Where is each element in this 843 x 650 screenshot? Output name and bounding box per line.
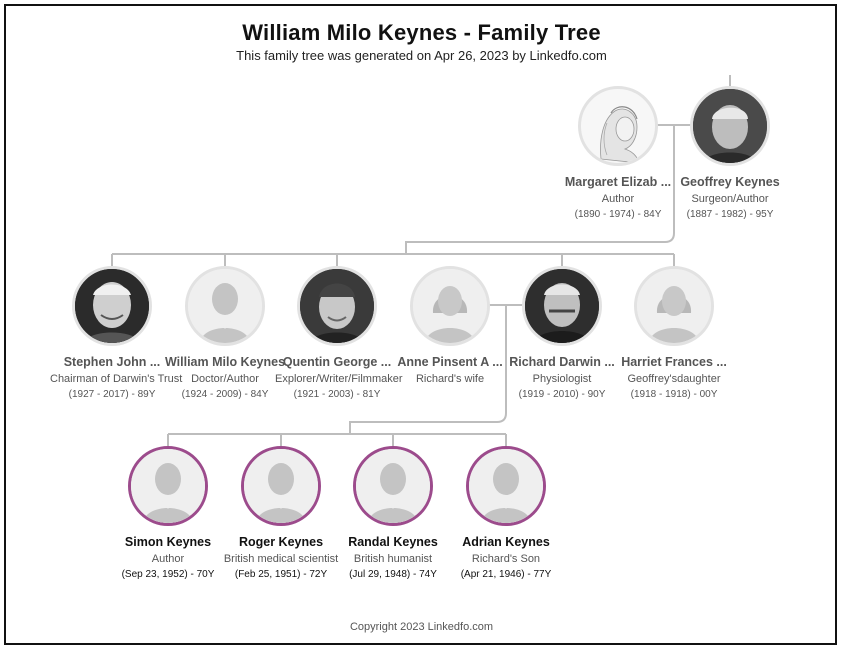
person-role: Richard's Son: [471, 553, 541, 565]
person-role: Geoffrey'sdaughter: [627, 373, 721, 385]
male-avatar-placeholder-icon: [466, 446, 546, 526]
person-name: Quentin George ...: [282, 355, 392, 369]
male-avatar-placeholder-icon: [128, 446, 208, 526]
person-anne[interactable]: Anne Pinsent A ... Richard's wife: [388, 266, 512, 389]
portrait-photo-man-icon: [690, 86, 770, 166]
person-role: British medical scientist: [223, 553, 339, 565]
male-avatar-placeholder-icon: [185, 266, 265, 346]
person-role: Explorer/Writer/Filmmaker: [275, 373, 403, 385]
person-name: Anne Pinsent A ...: [397, 355, 503, 369]
person-name: Margaret Elizab ...: [564, 175, 672, 189]
person-dates: (1890 - 1974) - 84Y: [574, 209, 662, 220]
person-dates: (1919 - 2010) - 90Y: [518, 389, 606, 400]
person-role: Surgeon/Author: [691, 193, 769, 205]
person-harriet[interactable]: Harriet Frances ... Geoffrey'sdaughter (…: [612, 266, 736, 400]
descent-line-top: [405, 125, 675, 254]
person-name: Harriet Frances ...: [621, 355, 727, 369]
person-role: Physiologist: [532, 373, 592, 385]
person-name: Roger Keynes: [238, 535, 324, 549]
person-name: Richard Darwin ...: [509, 355, 615, 369]
page-subtitle: This family tree was generated on Apr 26…: [236, 48, 607, 63]
portrait-sketch-woman-icon: [578, 86, 658, 166]
portrait-photo-man-icon: [522, 266, 602, 346]
person-dates: (1921 - 2003) - 81Y: [293, 389, 381, 400]
person-william[interactable]: William Milo Keynes Doctor/Author (1924 …: [163, 266, 287, 400]
person-dates: (Sep 23, 1952) - 70Y: [121, 569, 215, 580]
person-dates: (1887 - 1982) - 95Y: [686, 209, 774, 220]
person-role: Chairman of Darwin's Trust: [50, 373, 183, 385]
person-role: Richard's wife: [415, 373, 485, 385]
person-name: Stephen John ...: [63, 355, 161, 369]
person-dates: (1927 - 2017) - 89Y: [68, 389, 156, 400]
person-margaret[interactable]: Margaret Elizab ... Author (1890 - 1974)…: [556, 86, 680, 220]
person-geoffrey[interactable]: Geoffrey Keynes Surgeon/Author (1887 - 1…: [668, 86, 792, 220]
person-roger[interactable]: Roger Keynes British medical scientist (…: [219, 446, 343, 580]
person-dates: (Feb 25, 1951) - 72Y: [234, 569, 328, 580]
male-avatar-placeholder-icon: [353, 446, 433, 526]
person-dates: (1918 - 1918) - 00Y: [630, 389, 718, 400]
female-avatar-placeholder-icon: [410, 266, 490, 346]
person-simon[interactable]: Simon Keynes Author (Sep 23, 1952) - 70Y: [106, 446, 230, 580]
portrait-photo-man-icon: [72, 266, 152, 346]
person-dates: (Apr 21, 1946) - 77Y: [460, 569, 552, 580]
person-role: Doctor/Author: [191, 373, 259, 385]
person-name: William Milo Keynes: [164, 355, 286, 369]
person-dates: (1924 - 2009) - 84Y: [181, 389, 269, 400]
person-role: Author: [601, 193, 635, 205]
person-role: British humanist: [353, 553, 433, 565]
person-name: Adrian Keynes: [462, 535, 550, 549]
female-avatar-placeholder-icon: [634, 266, 714, 346]
person-name: Geoffrey Keynes: [680, 175, 780, 189]
person-randal[interactable]: Randal Keynes British humanist (Jul 29, …: [331, 446, 455, 580]
person-stephen[interactable]: Stephen John ... Chairman of Darwin's Tr…: [50, 266, 183, 400]
person-quentin[interactable]: Quentin George ... Explorer/Writer/Filmm…: [275, 266, 403, 400]
portrait-photo-man-icon: [297, 266, 377, 346]
person-name: Simon Keynes: [124, 535, 212, 549]
person-adrian[interactable]: Adrian Keynes Richard's Son (Apr 21, 194…: [444, 446, 568, 580]
descent-line-children: [349, 305, 507, 434]
person-role: Author: [151, 553, 185, 565]
person-richard[interactable]: Richard Darwin ... Physiologist (1919 - …: [500, 266, 624, 400]
male-avatar-placeholder-icon: [241, 446, 321, 526]
copyright-footer: Copyright 2023 Linkedfo.com: [349, 621, 494, 633]
page-title: William Milo Keynes - Family Tree: [242, 20, 601, 45]
person-name: Randal Keynes: [348, 535, 438, 549]
person-dates: (Jul 29, 1948) - 74Y: [349, 569, 437, 580]
